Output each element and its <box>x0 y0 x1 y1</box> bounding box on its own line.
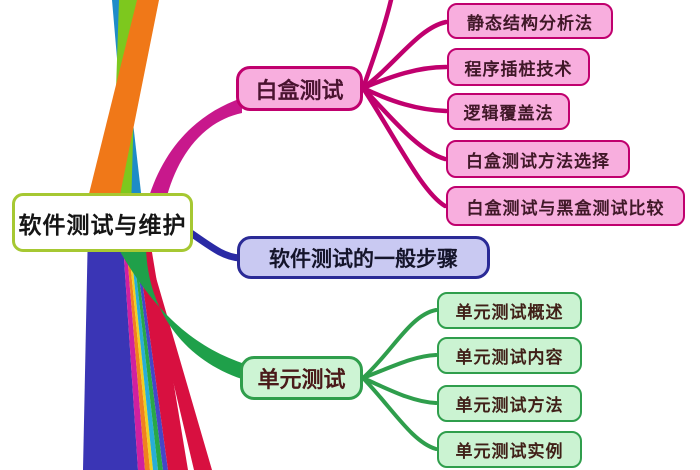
curve-to-leaf-2 <box>360 64 449 91</box>
ribbon-indigo <box>83 228 138 470</box>
node-root-label: 软件测试与维护 <box>18 212 187 238</box>
ribbon-pink-stripe <box>122 228 145 470</box>
ribbon-green-stripe <box>131 228 163 470</box>
curve-to-leaf-8 <box>361 376 438 405</box>
ribbon-crimson-2 <box>142 250 212 470</box>
leaf-unit-test-methods[interactable]: 单元测试方法 <box>437 385 582 422</box>
leaf-whitebox-vs-blackbox[interactable]: 白盒测试与黑盒测试比较 <box>446 186 685 226</box>
ribbon-yellow-stripe <box>127 228 153 470</box>
leaf-label: 单元测试内容 <box>455 348 564 367</box>
unittest-fan <box>361 308 438 451</box>
branch-label: 白盒测试 <box>255 77 344 103</box>
curve-to-leaf-9 <box>361 376 438 451</box>
curve-to-leaf-4 <box>360 85 448 162</box>
connector-steps-branch <box>184 227 244 262</box>
node-unit-testing[interactable]: 单元测试 <box>240 356 363 400</box>
node-white-box-testing[interactable]: 白盒测试 <box>236 66 363 111</box>
ribbon-orange <box>85 0 159 210</box>
node-general-steps[interactable]: 软件测试的一般步骤 <box>237 236 490 279</box>
leaf-label: 程序插桩技术 <box>464 59 573 79</box>
leaf-label: 逻辑覆盖法 <box>463 104 554 123</box>
leaf-program-instrumentation[interactable]: 程序插桩技术 <box>447 48 590 86</box>
curve-to-leaf-7 <box>361 353 438 380</box>
branch-label: 单元测试 <box>257 367 346 392</box>
ribbon-violet-stripe <box>133 228 168 470</box>
ribbon-cyan-stripe <box>129 228 158 470</box>
whitebox-fan <box>360 0 449 209</box>
node-root[interactable]: 软件测试与维护 <box>12 193 193 252</box>
leaf-unit-test-content[interactable]: 单元测试内容 <box>437 337 582 374</box>
leaf-label: 静态结构分析法 <box>467 13 593 33</box>
curve-to-leaf-5 <box>360 85 448 209</box>
curve-to-leaf-3 <box>360 85 449 114</box>
curve-to-leaf-1 <box>360 19 449 91</box>
leaf-label: 单元测试实例 <box>455 442 564 461</box>
ribbon-orange-stripe <box>125 228 150 470</box>
leaf-whitebox-method-selection[interactable]: 白盒测试方法选择 <box>446 140 630 178</box>
ribbon-unittest-branch <box>118 248 242 379</box>
curve-to-leaf-6 <box>361 308 438 380</box>
ribbon-whitebox-branch <box>148 98 242 200</box>
leaf-label: 单元测试方法 <box>455 396 564 415</box>
branch-label: 软件测试的一般步骤 <box>269 246 458 271</box>
leaf-label: 单元测试概述 <box>455 303 564 322</box>
leaf-unit-test-example[interactable]: 单元测试实例 <box>437 431 582 468</box>
leaf-logic-coverage[interactable]: 逻辑覆盖法 <box>447 93 570 130</box>
leaf-static-structure-analysis[interactable]: 静态结构分析法 <box>447 3 613 39</box>
leaf-label: 白盒测试方法选择 <box>466 151 610 171</box>
curve-offscreen-top <box>360 0 394 91</box>
leaf-unit-test-overview[interactable]: 单元测试概述 <box>437 292 582 329</box>
leaf-label: 白盒测试与黑盒测试比较 <box>466 198 665 218</box>
